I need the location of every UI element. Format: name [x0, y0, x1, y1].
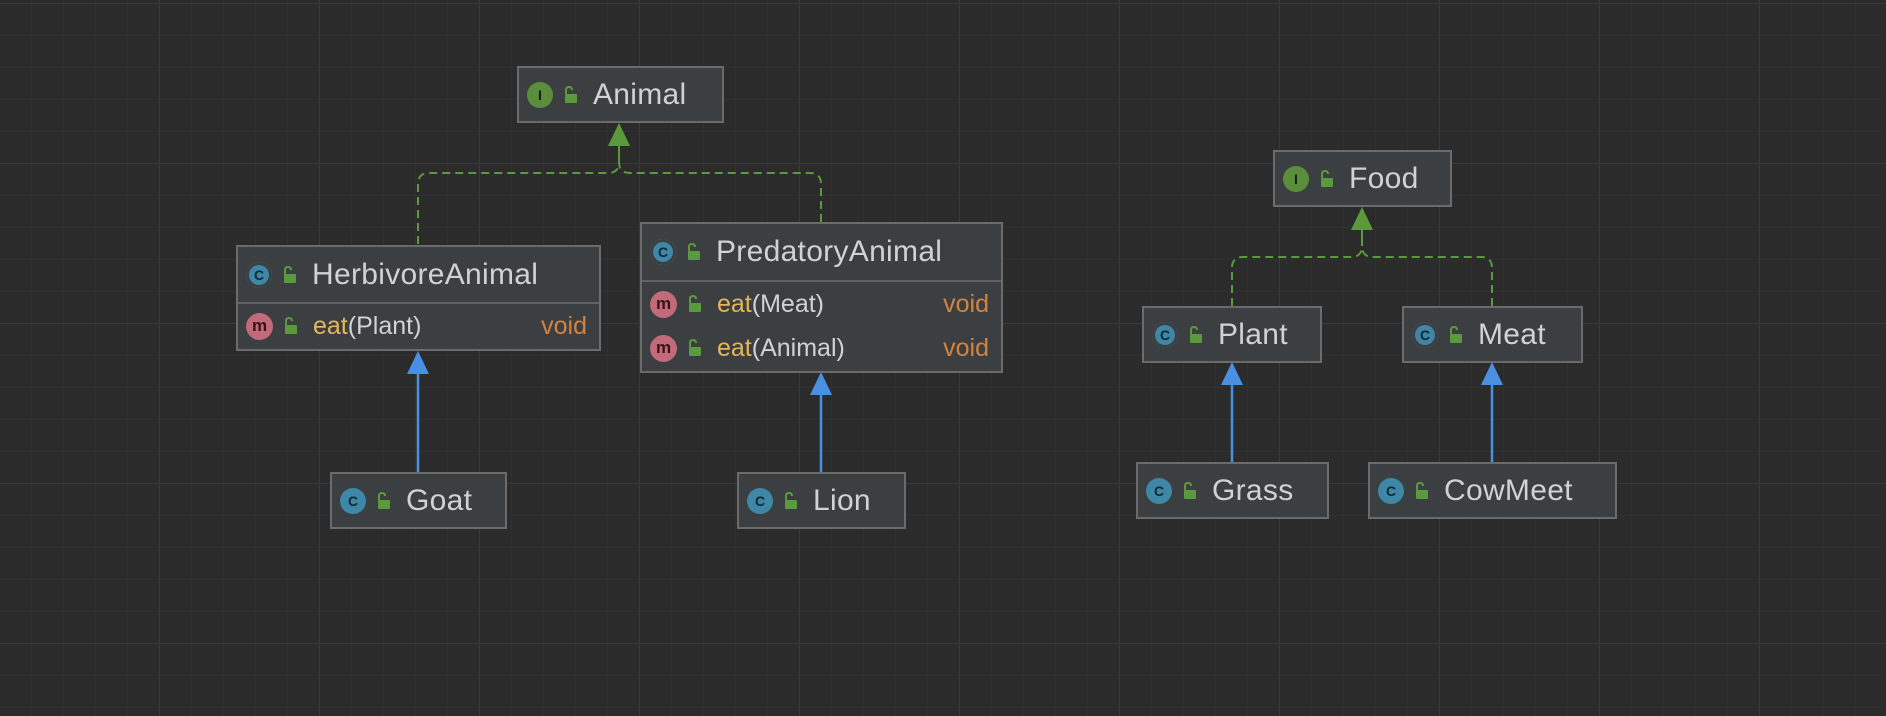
method-params: (Animal) — [751, 333, 845, 362]
node-header: C Plant — [1144, 308, 1320, 361]
method-icon: m — [246, 312, 273, 340]
method-params: (Plant) — [347, 311, 422, 340]
node-title: HerbivoreAnimal — [312, 257, 539, 291]
interface-icon: I — [1283, 165, 1309, 192]
unlock-icon — [689, 295, 701, 312]
node-predatory-animal[interactable]: C PredatoryAnimal m eat (Meat) void m ea… — [640, 222, 1003, 373]
class-icon: C — [340, 487, 366, 514]
method-return-type: void — [943, 333, 989, 362]
extends-arrowhead-meat — [1481, 362, 1503, 385]
method-name: eat — [313, 311, 348, 340]
abstract-class-icon: C — [1412, 321, 1438, 348]
node-title: Lion — [813, 483, 871, 517]
node-header: C CowMeet — [1370, 464, 1615, 517]
node-food[interactable]: I Food — [1273, 150, 1452, 207]
node-title: Plant — [1218, 317, 1288, 351]
abstract-class-icon: C — [246, 261, 272, 288]
unlock-icon — [688, 243, 700, 260]
method-icon: m — [650, 334, 677, 362]
implements-arrowhead-food — [1351, 207, 1373, 230]
abstract-class-icon: C — [1152, 321, 1178, 348]
class-icon: C — [1378, 477, 1404, 504]
node-header: C Grass — [1138, 464, 1327, 517]
node-herbivore-animal[interactable]: C HerbivoreAnimal m eat (Plant) void — [236, 245, 601, 351]
unlock-icon — [689, 339, 701, 356]
method-return-type: void — [541, 311, 587, 340]
node-title: Meat — [1478, 317, 1546, 351]
node-header: I Animal — [519, 68, 722, 121]
unlock-icon — [1450, 325, 1462, 343]
node-header: C Goat — [332, 474, 505, 527]
extends-arrowhead-predatory — [810, 372, 832, 395]
unlock-icon — [1184, 481, 1196, 499]
unlock-icon — [1190, 325, 1202, 343]
node-header: C PredatoryAnimal — [642, 224, 1001, 282]
node-title: Food — [1349, 161, 1419, 195]
node-header: C Lion — [739, 474, 904, 527]
method-return-type: void — [943, 289, 989, 318]
method-row[interactable]: m eat (Meat) void — [642, 282, 1001, 326]
node-cowmeet[interactable]: C CowMeet — [1368, 462, 1617, 519]
unlock-icon — [1321, 169, 1333, 187]
node-header: I Food — [1275, 152, 1450, 205]
unlock-icon — [284, 265, 296, 283]
unlock-icon — [378, 491, 390, 509]
interface-icon: I — [527, 81, 553, 108]
edge-herbivore-implements-animal — [417, 161, 620, 244]
edge-predatory-implements-animal — [618, 161, 822, 222]
unlock-icon — [285, 317, 297, 334]
node-title: Goat — [406, 483, 473, 517]
node-header: C HerbivoreAnimal — [238, 247, 599, 304]
node-header: C Meat — [1404, 308, 1581, 361]
method-name: eat — [717, 289, 752, 318]
extends-arrowhead-herbivore — [407, 351, 429, 374]
method-icon: m — [650, 290, 677, 318]
method-name: eat — [717, 333, 752, 362]
class-icon: C — [1146, 477, 1172, 504]
class-icon: C — [747, 487, 773, 514]
node-title: CowMeet — [1444, 473, 1573, 507]
implements-arrowhead-animal — [608, 123, 630, 146]
method-params: (Meat) — [751, 289, 824, 318]
unlock-icon — [565, 85, 577, 103]
node-meat[interactable]: C Meat — [1402, 306, 1583, 363]
node-grass[interactable]: C Grass — [1136, 462, 1329, 519]
node-plant[interactable]: C Plant — [1142, 306, 1322, 363]
node-goat[interactable]: C Goat — [330, 472, 507, 529]
node-animal[interactable]: I Animal — [517, 66, 724, 123]
node-title: Grass — [1212, 473, 1294, 507]
method-row[interactable]: m eat (Animal) void — [642, 326, 1001, 370]
abstract-class-icon: C — [650, 239, 676, 265]
edge-meat-implements-food — [1361, 245, 1493, 306]
edge-plant-implements-food — [1231, 245, 1363, 306]
node-title: PredatoryAnimal — [716, 235, 943, 268]
method-row[interactable]: m eat (Plant) void — [238, 304, 599, 348]
node-title: Animal — [593, 77, 687, 111]
unlock-icon — [1416, 481, 1428, 499]
node-lion[interactable]: C Lion — [737, 472, 906, 529]
unlock-icon — [785, 491, 797, 509]
extends-arrowhead-plant — [1221, 362, 1243, 385]
